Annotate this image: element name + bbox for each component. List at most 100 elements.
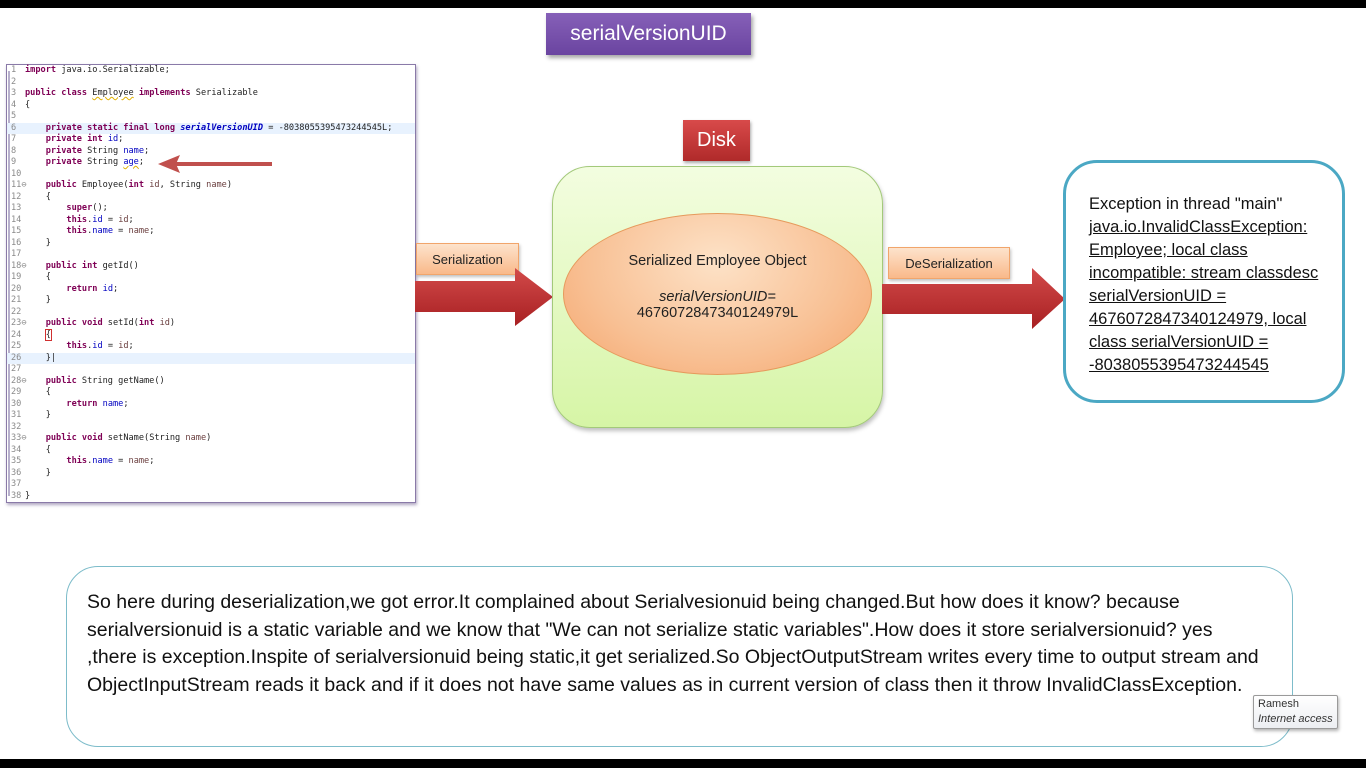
exception-message: Exception in thread "main" java.io.Inval…	[1089, 193, 1334, 377]
code-line: 25 this.id = id;	[7, 341, 415, 353]
line-number: 2	[11, 76, 17, 87]
code-text: {	[25, 444, 51, 455]
code-text: public int getId()	[45, 260, 139, 271]
line-number: 33⊖	[11, 433, 27, 443]
line-number: 37	[11, 479, 22, 489]
line-number: 19	[11, 272, 22, 282]
line-number: 30	[11, 398, 22, 409]
code-text: {	[25, 387, 51, 397]
line-number: 22	[11, 306, 22, 317]
explanation-box	[66, 566, 1293, 747]
line-number: 32	[11, 421, 22, 432]
line-number: 10	[11, 168, 22, 179]
deserialization-arrow-icon	[882, 268, 1065, 329]
code-line: 22	[7, 307, 415, 319]
code-line: 20 return id;	[7, 284, 415, 296]
code-text: }|	[25, 352, 57, 363]
line-number: 4	[11, 99, 17, 110]
exception-heading: Exception in thread "main"	[1089, 195, 1283, 213]
code-text: this.id = id;	[66, 214, 134, 225]
user-tooltip: Ramesh Internet access	[1253, 695, 1338, 729]
code-text: public class Employee implements Seriali…	[25, 88, 258, 98]
pointer-arrow-icon	[158, 155, 272, 173]
code-line: 30 return name;	[7, 399, 415, 411]
code-text: }	[25, 237, 51, 248]
code-text: private String name;	[45, 145, 150, 156]
code-line: 17	[7, 249, 415, 261]
code-line: 28⊖ public String getName()	[7, 376, 415, 388]
code-text: {	[25, 191, 51, 202]
line-number: 38	[11, 490, 22, 501]
code-line: 33⊖ public void setName(String name)	[7, 433, 415, 445]
code-line: 38}	[7, 491, 415, 503]
code-line: 21 }	[7, 295, 415, 307]
code-line: 15 this.name = name;	[7, 226, 415, 238]
code-line: 14 this.id = id;	[7, 215, 415, 227]
explanation-text: So here during deserialization,we got er…	[87, 591, 1259, 696]
exception-box	[1063, 160, 1345, 403]
line-number: 15	[11, 226, 22, 236]
exception-link[interactable]: java.io.InvalidClassException: Employee;…	[1089, 218, 1319, 374]
code-line: 16 }	[7, 238, 415, 250]
code-text: public void setId(int id)	[45, 318, 176, 328]
line-number: 3	[11, 88, 17, 98]
line-number: 13	[11, 203, 22, 213]
code-text: }	[25, 295, 51, 305]
code-text: import java.io.Serializable;	[25, 65, 170, 75]
code-line: 26 }|	[7, 352, 415, 364]
serialization-label: Serialization	[416, 243, 519, 275]
code-line: 18⊖ public int getId()	[7, 261, 415, 273]
line-number: 23⊖	[11, 318, 27, 328]
code-line: 8 private String name;	[7, 146, 415, 158]
serialization-arrow-icon	[415, 268, 553, 326]
code-text: this.name = name;	[66, 456, 155, 466]
code-line: 9 private String age;	[7, 157, 415, 169]
line-number: 34	[11, 444, 22, 455]
line-number: 11⊖	[11, 180, 27, 190]
line-number: 7	[11, 134, 17, 144]
deserialization-label: DeSerialization	[888, 247, 1010, 279]
code-line: 37	[7, 479, 415, 491]
line-number: 28⊖	[11, 375, 27, 386]
line-number: 9	[11, 157, 17, 167]
code-line: 31 }	[7, 410, 415, 422]
code-text: {	[25, 272, 51, 282]
code-line: 24 {	[7, 328, 415, 342]
code-text: private static final long serialVersionU…	[45, 122, 393, 133]
line-number: 12	[11, 191, 22, 202]
code-line: 19 {	[7, 272, 415, 284]
code-text: {	[44, 328, 52, 341]
code-line: 12 {	[7, 192, 415, 204]
code-line: 2	[7, 77, 415, 89]
object-title: Serialized Employee Object	[628, 253, 807, 269]
code-line: 32	[7, 422, 415, 434]
disk-label: Disk	[683, 120, 750, 161]
object-uid-value: 4676072847340124979L	[636, 305, 799, 321]
code-line: 36 }	[7, 468, 415, 480]
code-text: return name;	[66, 398, 129, 409]
line-number: 20	[11, 283, 22, 294]
line-number: 16	[11, 237, 22, 248]
line-number: 35	[11, 456, 22, 466]
line-number: 14	[11, 214, 22, 225]
code-line: 7 private int id;	[7, 134, 415, 146]
code-text: public void setName(String name)	[45, 433, 212, 443]
line-number: 29	[11, 387, 22, 397]
line-number: 26	[11, 352, 22, 363]
code-line: 5	[7, 111, 415, 123]
line-number: 6	[11, 122, 17, 133]
code-text: }	[25, 467, 51, 478]
code-line: 3 public class Employee implements Serial…	[7, 88, 415, 100]
code-text: {	[25, 99, 31, 110]
code-line: 10	[7, 169, 415, 181]
bottom-black-bar	[0, 759, 1366, 768]
object-uid-label: serialVersionUID=	[659, 289, 776, 305]
code-line: 11⊖ public Employee(int id, String name)	[7, 180, 415, 192]
line-number: 31	[11, 410, 22, 420]
code-text: private int id;	[45, 134, 124, 144]
code-line: 4{	[7, 100, 415, 112]
code-line: 35 this.name = name;	[7, 456, 415, 468]
